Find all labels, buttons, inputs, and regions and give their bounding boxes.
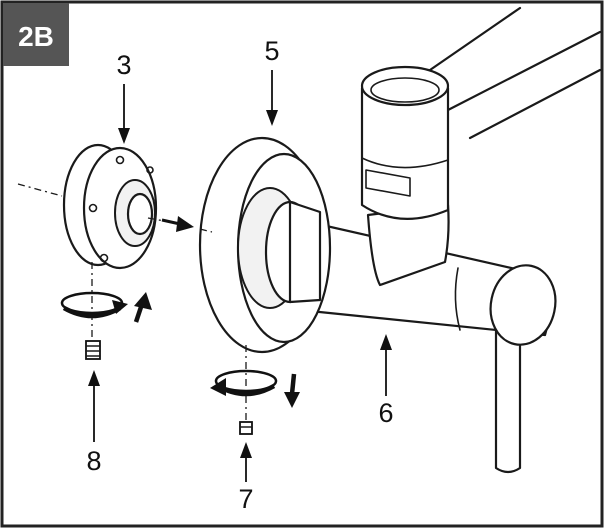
callout-3: 3 (116, 50, 132, 144)
callout-8: 8 (86, 370, 102, 476)
callout-3-label: 3 (116, 50, 131, 80)
callout-6-label: 6 (378, 398, 393, 428)
valve-body (298, 65, 557, 474)
step-badge-label: 2B (18, 21, 54, 52)
callout-7-label: 7 (238, 484, 253, 514)
callout-5-label: 5 (264, 36, 279, 66)
axis-line-left (17, 183, 63, 197)
push-arrow-icon (161, 216, 194, 232)
callout-7: 7 (238, 442, 254, 514)
set-screw-7 (239, 421, 253, 435)
axis-line-right (199, 228, 213, 233)
wall-pipe (428, 6, 602, 140)
set-screw-8 (85, 340, 101, 360)
arrow-up-icon (133, 292, 152, 323)
flange-adapter (62, 143, 158, 270)
step-badge-bg (3, 3, 69, 66)
arrow-down-icon (284, 373, 300, 408)
rotate-clockwise-icon (210, 369, 278, 397)
callout-6: 6 (378, 334, 394, 428)
callout-5: 5 (264, 36, 280, 126)
step-badge: 2B (3, 3, 69, 66)
callout-8-label: 8 (86, 446, 101, 476)
rosette-flange (198, 136, 332, 354)
rotate-clockwise-icon (60, 291, 128, 319)
